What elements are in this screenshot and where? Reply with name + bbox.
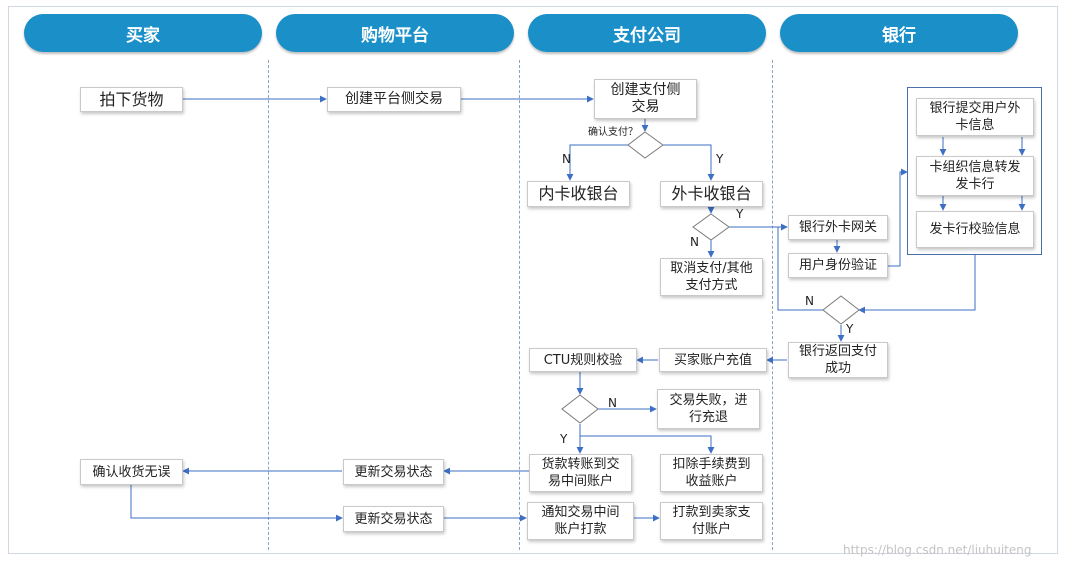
- node-deduct-fee: 扣除手续费到 收益账户: [660, 454, 763, 492]
- lane-divider: [772, 60, 773, 550]
- label-n: N: [562, 152, 571, 166]
- node-bank-gateway: 银行外卡网关: [788, 215, 888, 240]
- bank-subprocess-container: [907, 87, 1042, 255]
- node-confirm-receipt: 确认收货无误: [80, 459, 183, 485]
- node-pay-down-goods: 拍下货物: [80, 87, 183, 112]
- node-update-status-2: 更新交易状态: [343, 506, 444, 532]
- node-cancel-payment: 取消支付/其他 支付方式: [660, 258, 763, 296]
- node-tx-fail-refund: 交易失败，进 行充退: [657, 389, 760, 429]
- lane-header-buyer: 买家: [24, 14, 262, 52]
- node-card-org-forward: 卡组织信息转发 发卡行: [916, 156, 1034, 196]
- lane-header-payment: 支付公司: [528, 14, 766, 52]
- lane-divider: [268, 60, 269, 550]
- lane-header-platform: 购物平台: [276, 14, 514, 52]
- label-y: Y: [736, 207, 744, 221]
- label-n: N: [690, 235, 699, 249]
- label-y: Y: [846, 322, 854, 336]
- node-create-platform-tx: 创建平台侧交易: [327, 87, 461, 112]
- label-y: Y: [560, 432, 568, 446]
- node-ctu-check: CTU规则校验: [529, 348, 637, 372]
- lane-divider: [519, 60, 520, 550]
- diagram-frame: [8, 6, 1058, 554]
- node-transfer-intermediate: 货款转账到交 易中间账户: [529, 454, 632, 492]
- node-pay-to-seller: 打款到卖家支 付账户: [660, 502, 763, 540]
- node-issuer-verify: 发卡行校验信息: [916, 211, 1034, 248]
- watermark: https://blog.csdn.net/liuhuiteng: [843, 543, 1032, 557]
- lane-header-bank: 银行: [780, 14, 1018, 52]
- node-bank-return-success: 银行返回支付 成功: [788, 342, 888, 378]
- node-update-status-1: 更新交易状态: [343, 459, 444, 485]
- label-n: N: [805, 294, 814, 308]
- node-outer-cashier: 外卡收银台: [660, 181, 763, 207]
- label-confirm-pay: 确认支付？: [588, 127, 638, 138]
- node-inner-cashier: 内卡收银台: [527, 181, 630, 207]
- node-create-payment-tx: 创建支付侧 交易: [594, 79, 697, 119]
- node-notify-intermediate: 通知交易中间 账户打款: [527, 502, 634, 540]
- label-n: N: [608, 396, 617, 410]
- label-y: Y: [716, 152, 724, 166]
- node-identity-verify: 用户身份验证: [788, 253, 888, 278]
- node-buyer-recharge: 买家账户充值: [659, 348, 767, 372]
- node-submit-card-info: 银行提交用户外 卡信息: [916, 98, 1034, 136]
